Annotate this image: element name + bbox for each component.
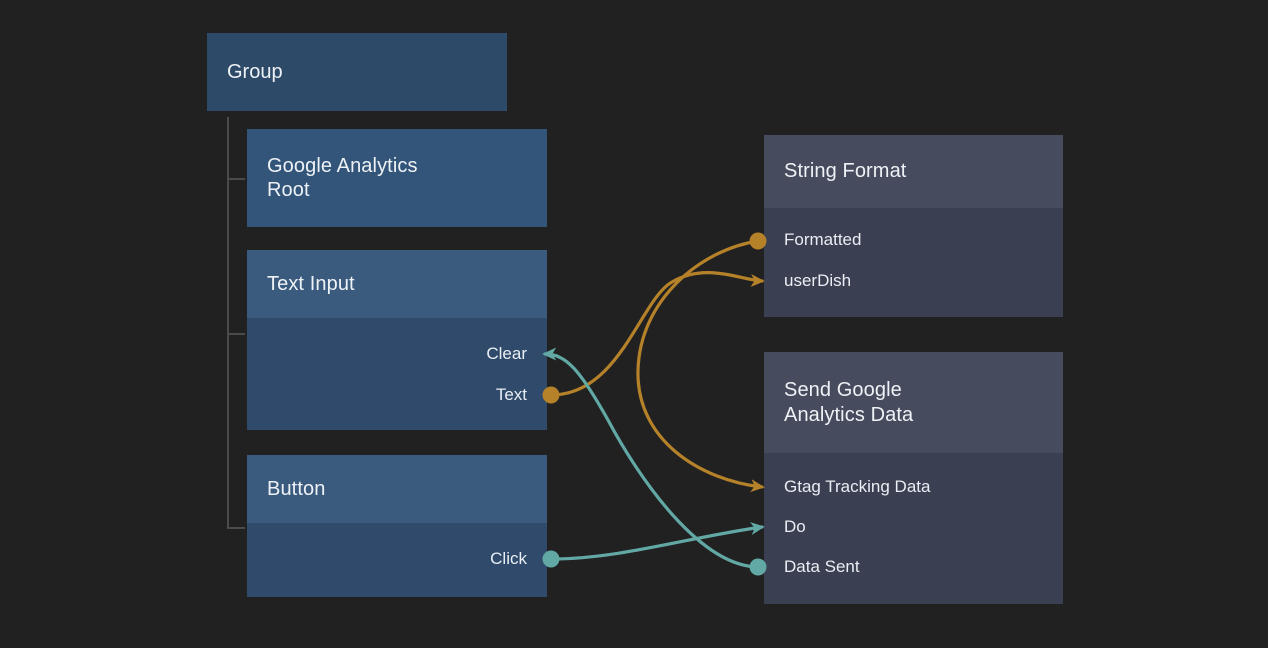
port-label: Formatted bbox=[784, 230, 862, 249]
node-body: Formatted userDish bbox=[764, 208, 1063, 317]
tree-stub-0 bbox=[227, 178, 245, 180]
port-click[interactable]: Click bbox=[490, 548, 527, 570]
port-label: Click bbox=[490, 549, 527, 568]
port-userdish[interactable]: userDish bbox=[784, 270, 851, 292]
edge-text-to-userdish[interactable] bbox=[542, 271, 765, 404]
port-text[interactable]: Text bbox=[496, 384, 527, 406]
port-clear[interactable]: Clear bbox=[486, 343, 527, 365]
tree-vertical-line bbox=[227, 117, 229, 527]
port-gtag[interactable]: Gtag Tracking Data bbox=[784, 476, 930, 498]
node-title: Send Google Analytics Data bbox=[764, 352, 1063, 453]
node-title: Text Input bbox=[247, 250, 547, 318]
node-title: Group bbox=[227, 60, 283, 83]
edge-datasent-to-clear[interactable] bbox=[542, 347, 767, 576]
port-do[interactable]: Do bbox=[784, 516, 806, 538]
node-body: Click bbox=[247, 523, 547, 597]
edge-click-to-do[interactable] bbox=[542, 522, 765, 568]
port-label: userDish bbox=[784, 271, 852, 290]
node-title: String Format bbox=[764, 135, 1063, 208]
port-formatted[interactable]: Formatted bbox=[784, 229, 861, 251]
port-label: Clear bbox=[486, 344, 527, 363]
port-label: Gtag Tracking Data bbox=[784, 477, 931, 496]
node-ga-root[interactable]: Google Analytics Root bbox=[247, 129, 547, 227]
tree-stub-2 bbox=[227, 527, 245, 529]
node-group[interactable]: Group bbox=[207, 33, 507, 111]
port-data-sent[interactable]: Data Sent bbox=[784, 556, 860, 578]
node-title: Button bbox=[247, 455, 547, 523]
port-label: Text bbox=[495, 385, 527, 404]
edge-formatted-to-gtag[interactable] bbox=[636, 232, 767, 493]
port-label: Do bbox=[784, 517, 806, 536]
port-label: Data Sent bbox=[784, 557, 860, 576]
node-title: Google Analytics Root bbox=[267, 154, 418, 201]
tree-stub-1 bbox=[227, 333, 245, 335]
